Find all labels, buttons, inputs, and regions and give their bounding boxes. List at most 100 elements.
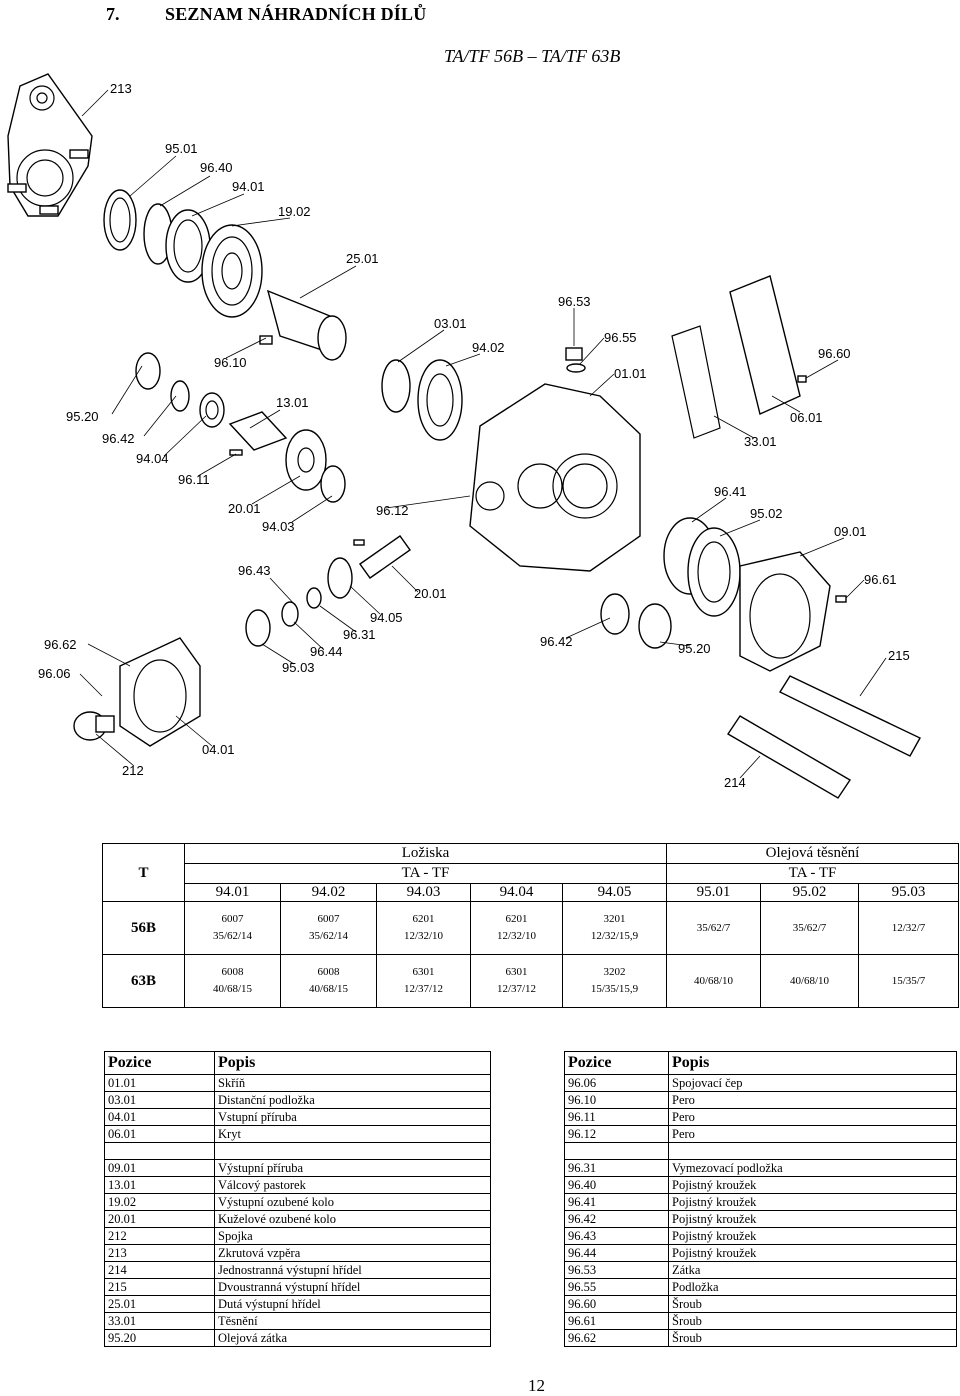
part-description: Kuželové ozubené kolo xyxy=(214,1210,491,1228)
part-callout-label: 96.06 xyxy=(38,666,71,681)
bearing-dims: 12/37/12 xyxy=(496,983,537,995)
part-callout-label: 96.44 xyxy=(310,644,343,659)
seal-dims: 35/62/7 xyxy=(760,901,859,955)
part-description: Zátka xyxy=(668,1261,957,1279)
part-description: Dvoustranná výstupní hřídel xyxy=(214,1278,491,1296)
exploded-view-diagram: 213 95.01 96.40 94.01 19.02 25.01 96.53 … xyxy=(7,73,921,799)
part-callout-label: 20.01 xyxy=(228,501,261,516)
part-position: 06.01 xyxy=(104,1125,215,1143)
row-type: 56B xyxy=(102,901,185,955)
seal-dims: 40/68/10 xyxy=(760,954,859,1008)
part-position: 19.02 xyxy=(104,1193,215,1211)
bearing-code: 3201 xyxy=(603,913,626,925)
part-callout-label: 94.01 xyxy=(232,179,265,194)
table-row xyxy=(564,1142,957,1160)
part-description: Podložka xyxy=(668,1278,957,1296)
position-header: 95.03 xyxy=(858,883,959,902)
part-callout-label: 19.02 xyxy=(278,204,311,219)
part-position: 33.01 xyxy=(104,1312,215,1330)
part-position: 96.62 xyxy=(564,1329,669,1347)
part-position: 03.01 xyxy=(104,1091,215,1109)
part-description: Jednostranná výstupní hřídel xyxy=(214,1261,491,1279)
position-header: 95.01 xyxy=(666,883,761,902)
part-callout-label: 96.62 xyxy=(44,637,77,652)
part-callout-label: 95.20 xyxy=(66,409,99,424)
bearing-dims: 40/68/15 xyxy=(308,983,349,995)
part-callout-label: 96.11 xyxy=(178,472,210,487)
page-number: 12 xyxy=(528,1376,545,1395)
bearing-dims: 35/62/14 xyxy=(212,930,253,942)
bearings-seals-table: Ložiska Olejová těsnění T TA - TF TA - T… xyxy=(102,843,959,1008)
position-header: 94.05 xyxy=(562,883,667,902)
part-description: Olejová zátka xyxy=(214,1329,491,1347)
part-description: Výstupní příruba xyxy=(214,1159,491,1177)
lower-shaft-parts xyxy=(245,535,921,799)
part-callout-label: 94.05 xyxy=(370,610,403,625)
part-description: Pero xyxy=(668,1125,957,1143)
part-position: 212 xyxy=(104,1227,215,1245)
bearing-code: 6007 xyxy=(317,913,340,925)
part-description: Pero xyxy=(668,1108,957,1126)
position-header-row: 94.01 94.02 94.03 94.04 94.05 95.01 95.0… xyxy=(102,883,959,902)
part-position: 213 xyxy=(104,1244,215,1262)
part-callout-label: 215 xyxy=(888,648,910,663)
part-description: Skříň xyxy=(214,1074,491,1092)
part-position: 96.55 xyxy=(564,1278,669,1296)
part-position: 96.10 xyxy=(564,1091,669,1109)
part-description: Pojistný kroužek xyxy=(668,1193,957,1211)
seal-dims: 35/62/7 xyxy=(666,901,761,955)
seal-dims: 15/35/7 xyxy=(858,954,959,1008)
part-description xyxy=(668,1142,957,1160)
part-description: Výstupní ozubené kolo xyxy=(214,1193,491,1211)
part-callout-label: 96.42 xyxy=(102,431,135,446)
part-description: Pojistný kroužek xyxy=(668,1210,957,1228)
bearing-code: 6301 xyxy=(412,966,435,978)
part-description xyxy=(214,1142,491,1160)
part-callout-label: 01.01 xyxy=(614,366,647,381)
seals-group-header: Olejová těsnění xyxy=(666,843,959,864)
part-callout-label: 20.01 xyxy=(414,586,447,601)
position-header: 94.04 xyxy=(470,883,563,902)
torque-arm-part xyxy=(7,73,93,217)
gearbox-housing-part xyxy=(469,347,641,572)
part-description: Válcový pastorek xyxy=(214,1176,491,1194)
part-callout-label: 212 xyxy=(122,763,144,778)
section-number: 7. xyxy=(106,4,120,24)
output-flange-parts xyxy=(663,517,847,672)
part-description: Zkrutová vzpěra xyxy=(214,1244,491,1262)
part-callout-label: 96.12 xyxy=(376,503,409,518)
part-position: 25.01 xyxy=(104,1295,215,1313)
position-header: 94.03 xyxy=(376,883,471,902)
part-callout-label: 95.20 xyxy=(678,641,711,656)
input-flange-parts xyxy=(73,637,201,747)
position-column-header: Pozice xyxy=(564,1051,669,1075)
bearing-dims: 12/37/12 xyxy=(403,983,444,995)
bearing-code: 6007 xyxy=(221,913,244,925)
part-position: 96.11 xyxy=(564,1108,669,1126)
part-callout-label: 96.41 xyxy=(714,484,747,499)
part-position: 20.01 xyxy=(104,1210,215,1228)
part-description: Spojovací čep xyxy=(668,1074,957,1092)
callout-leaders xyxy=(79,89,887,779)
bearing-dims: 12/32/10 xyxy=(403,930,444,942)
part-callout-label: 96.31 xyxy=(343,627,376,642)
part-callouts: 213 95.01 96.40 94.01 19.02 25.01 96.53 … xyxy=(38,81,910,790)
bearing-code: 3202 xyxy=(603,966,626,978)
model-subtitle: TA/TF 56B – TA/TF 63B xyxy=(444,46,621,66)
part-position: 96.60 xyxy=(564,1295,669,1313)
table-row xyxy=(104,1142,491,1160)
part-callout-label: 09.01 xyxy=(834,524,867,539)
part-position: 96.44 xyxy=(564,1244,669,1262)
